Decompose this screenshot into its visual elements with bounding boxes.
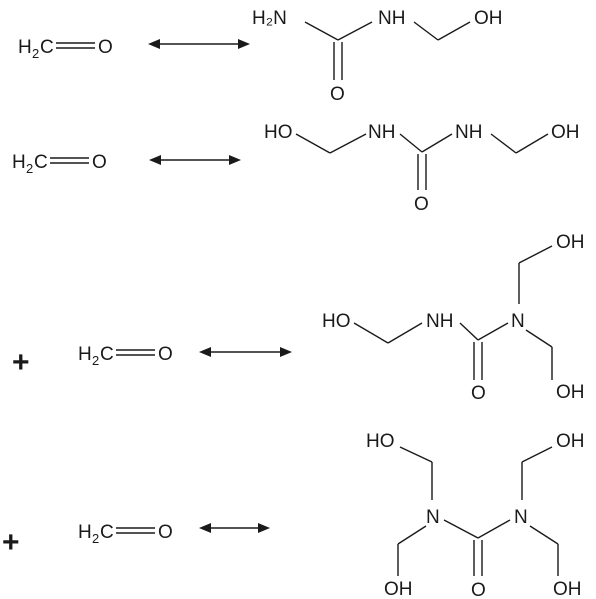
nitrogen-label-right: N [514,507,528,528]
hydroxyl-label-bottom: OH [556,382,585,403]
reaction-2: H 2 C O HO NH O NH OH [12,122,580,215]
bond [477,519,511,539]
dimethylolurea-structure: HO NH O NH OH [264,122,580,215]
equilibrium-arrow-2 [149,155,241,165]
bond [525,329,553,348]
bond [397,525,427,545]
plus-sign: + [12,346,30,379]
hydroxyl-label: OH [474,8,503,29]
bond [529,525,559,545]
formaldehyde-c-label: C [40,37,54,58]
formaldehyde-3: H 2 C O [78,344,173,368]
oxygen-label: O [471,580,486,599]
equilibrium-arrow-3 [199,347,292,357]
nh-label: NH [378,8,405,29]
nitrogen-label: N [511,311,525,332]
formaldehyde-4: H 2 C O [78,522,173,546]
bond [399,133,423,153]
formaldehyde-c-label: C [100,344,114,365]
formaldehyde-h-label: H [12,152,26,173]
trimethylolurea-structure: OH HO NH N O OH [322,232,585,404]
bond [399,446,433,463]
bond [518,245,553,264]
oxygen-label: O [471,383,486,404]
bond [295,133,331,154]
oxygen-label: O [414,194,429,215]
formaldehyde-subscript: 2 [32,46,39,61]
formaldehyde-o-label: O [92,152,107,173]
arrow-head-right [258,523,270,533]
formaldehyde-subscript: 2 [92,531,99,546]
plus-sign: + [2,526,20,559]
bond [337,21,373,41]
reaction-3: + H 2 C O OH HO NH N O [12,232,585,404]
formaldehyde-subscript: 2 [26,161,33,176]
bond [413,21,439,41]
arrow-head-right [238,39,250,49]
arrow-head-right [280,347,292,357]
bond [437,21,471,41]
hydroxyl-label-top-right: OH [556,431,585,452]
reaction-1: H 2 C O H₂N O NH OH [18,8,503,105]
hydroxyl-label-top: OH [556,232,585,253]
tetramethylolurea-structure: HO OH N N O OH OH [366,431,585,599]
hydroxyl-label-bottom-right: OH [553,579,582,599]
bond [421,133,453,153]
bond [353,322,389,344]
bond [490,133,517,154]
bond [304,21,339,41]
arrow-head-left [199,523,211,533]
reaction-4: + H 2 C O HO OH N N O [2,431,585,599]
equilibrium-arrow-4 [199,523,270,533]
arrow-head-left [149,155,161,165]
hydroxyl-label-right: OH [551,122,580,143]
arrow-head-left [199,347,211,357]
hydroxyl-label-bottom-left: OH [384,579,413,599]
bond [515,133,549,154]
formaldehyde-subscript: 2 [92,353,99,368]
formaldehyde-1: H 2 C O [18,37,113,61]
bond [477,322,509,341]
monomethylolurea-structure: H₂N O NH OH [252,8,503,105]
formaldehyde-o-label: O [158,522,173,543]
hydroxyl-label-left: HO [322,311,351,332]
bond [521,446,553,463]
formaldehyde-h-label: H [18,37,32,58]
formaldehyde-h-label: H [78,344,92,365]
oxygen-label: O [330,84,345,105]
nh-label: NH [426,311,453,332]
equilibrium-arrow-1 [148,39,250,49]
bond [459,322,479,341]
nh-label-left: NH [368,122,395,143]
formaldehyde-h-label: H [78,522,92,543]
nh-label-right: NH [455,122,482,143]
hydroxyl-label-left: HO [264,122,293,143]
arrow-head-right [229,155,241,165]
formaldehyde-c-label: C [34,152,48,173]
formaldehyde-2: H 2 C O [12,152,107,176]
amine-label: H₂N [252,8,287,29]
nitrogen-label-left: N [426,507,440,528]
formaldehyde-c-label: C [100,522,114,543]
bond [387,322,423,344]
arrow-head-left [148,39,160,49]
formaldehyde-o-label: O [158,344,173,365]
hydroxyl-label-top-left: HO [366,431,395,452]
bond [329,133,367,154]
formaldehyde-o-label: O [98,37,113,58]
bond [443,519,479,539]
